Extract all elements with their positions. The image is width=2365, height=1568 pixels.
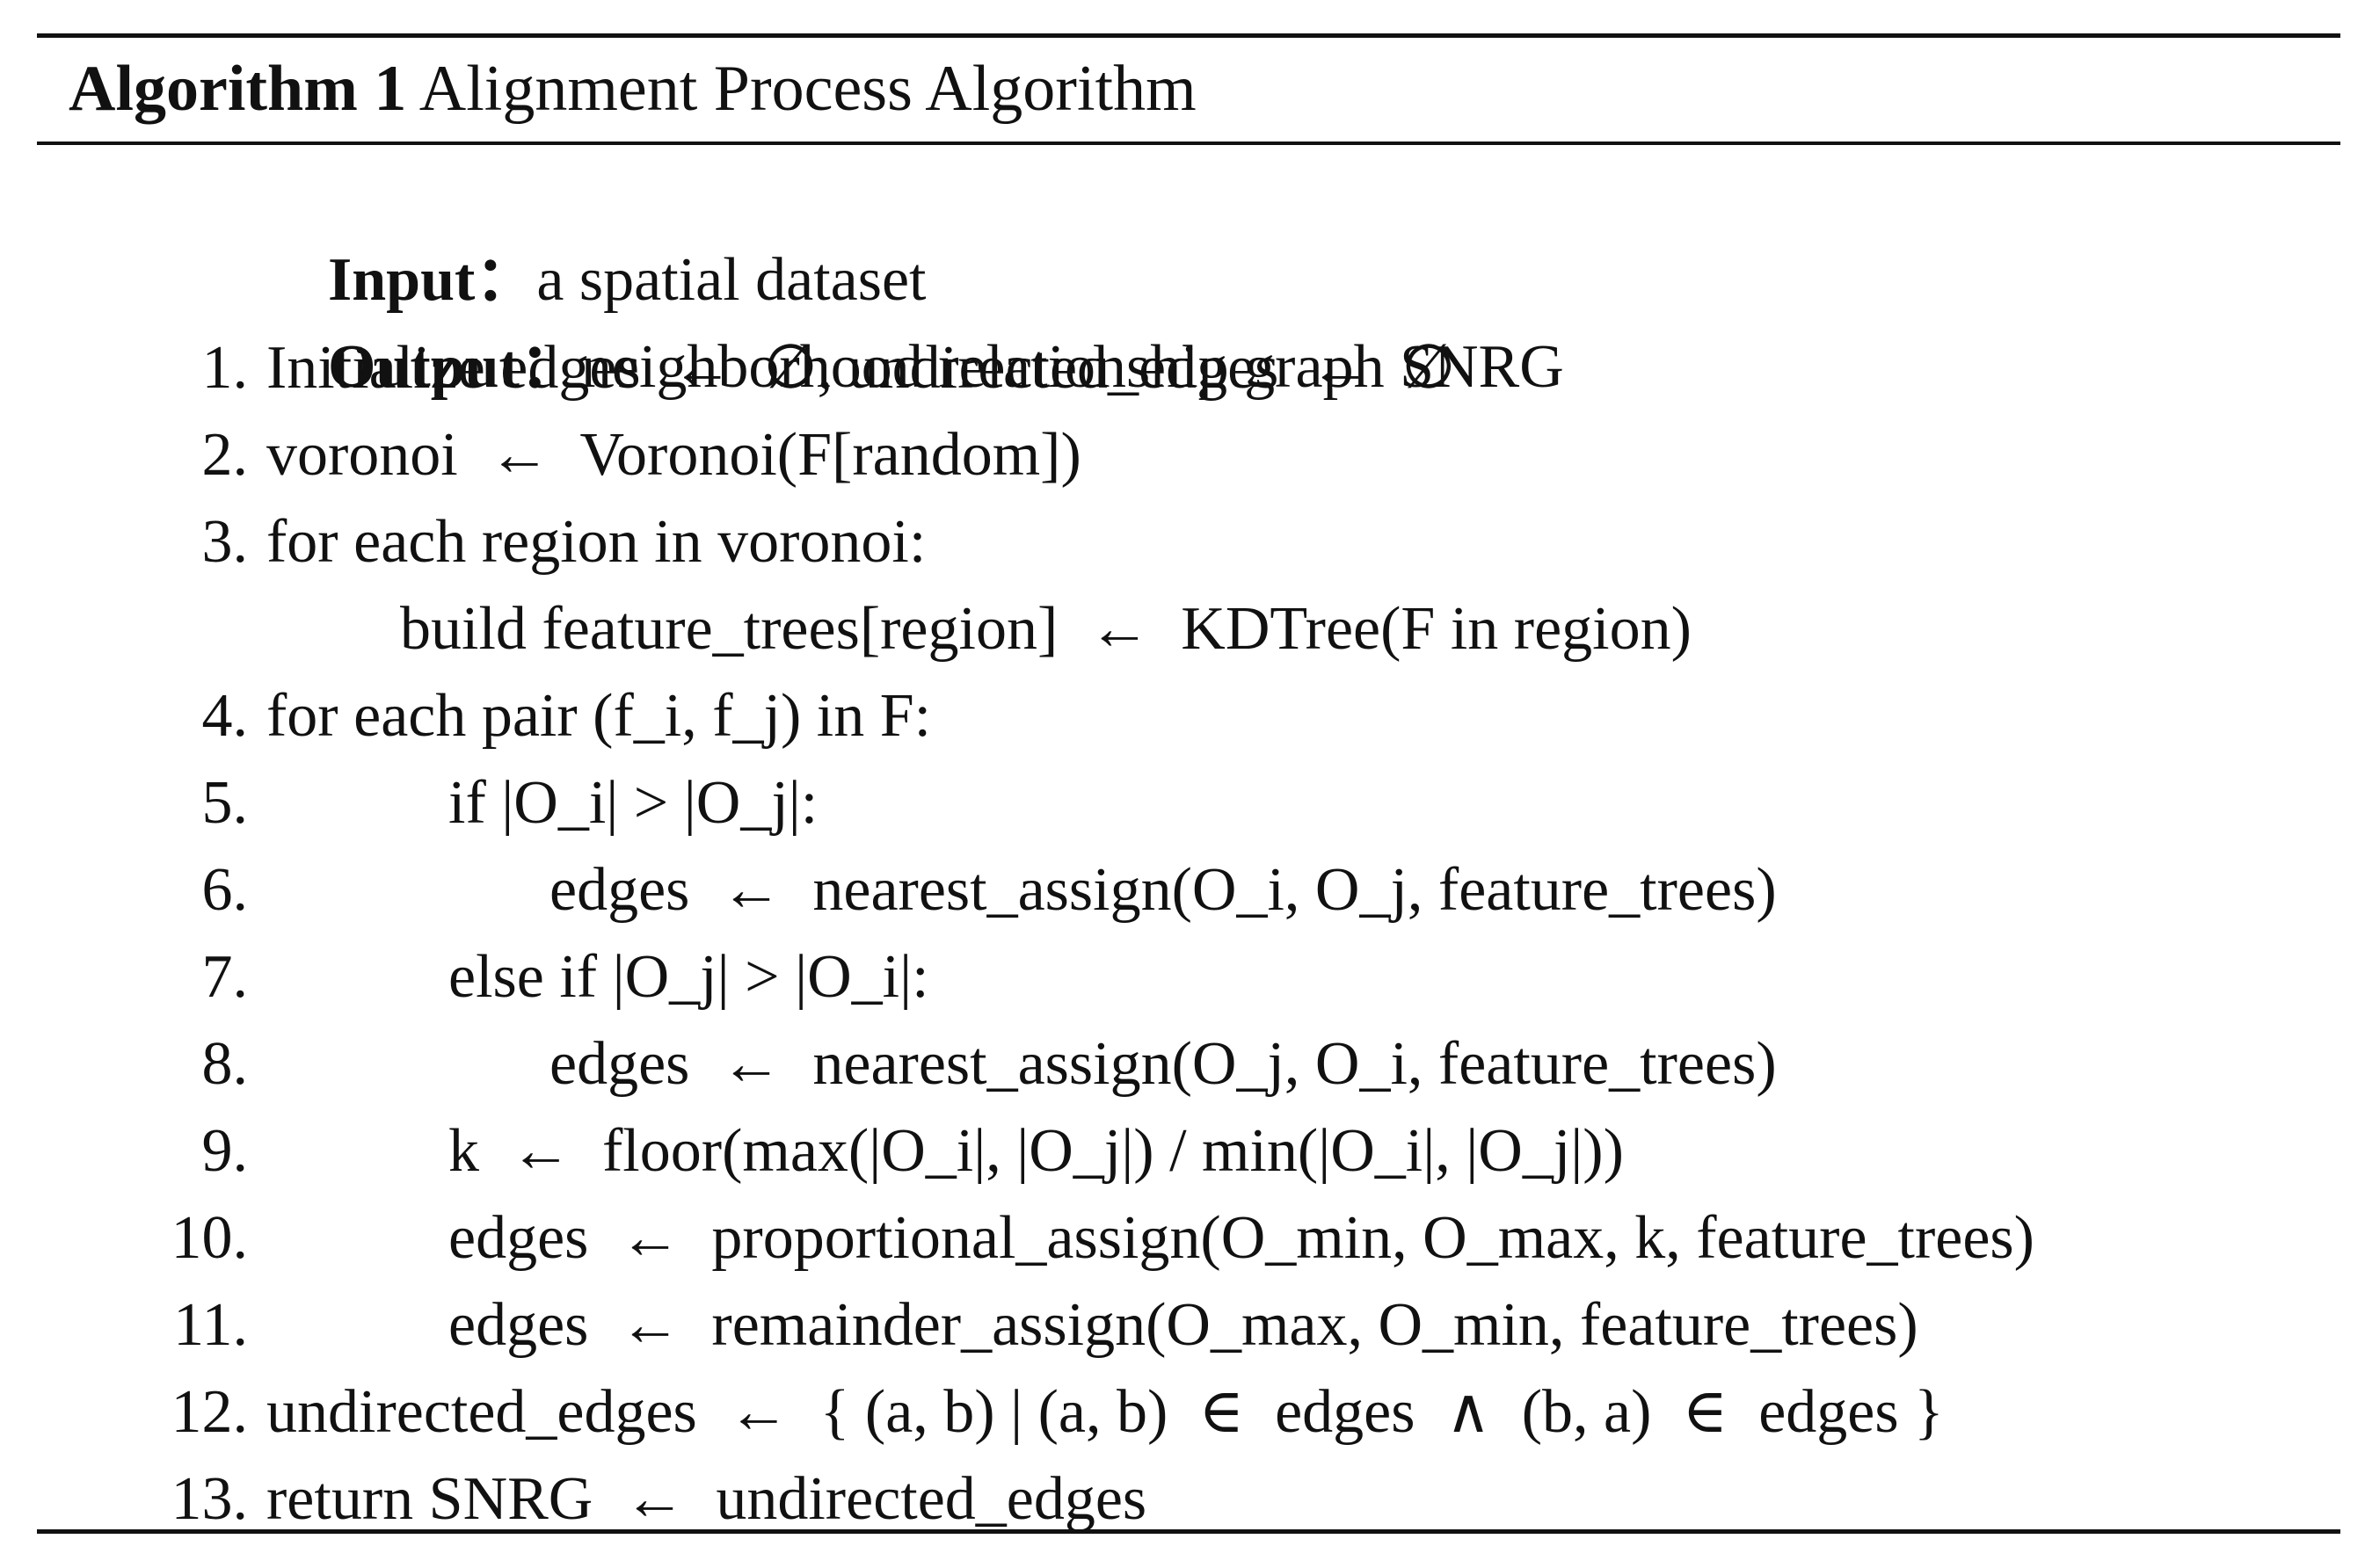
step-line: 9. k ← floor(max(|O_i|, |O_j|) / min(|O_… — [0, 1108, 2365, 1194]
step-line: 1. Initialize edges ← ∅, undirected_edge… — [0, 325, 2365, 411]
input-text: a spatial dataset — [536, 246, 927, 314]
step-text: for each region in voronoi: — [266, 508, 927, 576]
step-line: build feature_trees[region] ← KDTree(F i… — [0, 586, 2365, 672]
step-number: 7. — [201, 943, 249, 1011]
step-line: 8. edges ← nearest_assign(O_j, O_i, feat… — [0, 1021, 2365, 1107]
step-number: 11. — [173, 1291, 248, 1359]
step-number: 2. — [201, 421, 249, 489]
step-text: if |O_i| > |O_j|: — [448, 769, 819, 837]
step-text: voronoi ← Voronoi(F[random]) — [266, 421, 1081, 489]
step-text: k ← floor(max(|O_i|, |O_j|) / min(|O_i|,… — [448, 1117, 1624, 1185]
input-line: Input：a spatial dataset — [0, 151, 2365, 314]
step-line: 7. else if |O_j| > |O_i|: — [0, 934, 2365, 1020]
step-line: 2. voronoi ← Voronoi(F[random]) — [0, 412, 2365, 498]
step-line: 4. for each pair (f_i, f_j) in F: — [0, 673, 2365, 759]
step-text: Initialize edges ← ∅, undirected_edges ←… — [266, 334, 1456, 402]
output-text: neighborhood relationship graph SNRG — [580, 333, 1564, 401]
step-text: edges ← proportional_assign(O_min, O_max… — [448, 1204, 2034, 1272]
bottom-rule — [37, 1529, 2340, 1534]
top-rule — [37, 33, 2340, 38]
step-line: 6. edges ← nearest_assign(O_i, O_j, feat… — [0, 847, 2365, 933]
step-number: 6. — [201, 856, 249, 924]
step-number: 3. — [201, 508, 249, 576]
step-number: 10. — [171, 1204, 249, 1272]
output-label: Output： — [328, 333, 581, 401]
step-text: return SNRG ← undirected_edges — [266, 1465, 1147, 1533]
step-line: 3. for each region in voronoi: — [0, 499, 2365, 585]
output-line: Output：neighborhood relationship graph S… — [0, 238, 2365, 401]
algorithm-title: Algorithm 1 Alignment Process Algorithm — [69, 49, 1197, 128]
step-number: 4. — [201, 682, 249, 750]
step-text: edges ← remainder_assign(O_max, O_min, f… — [448, 1291, 1918, 1359]
step-text: else if |O_j| > |O_i|: — [448, 943, 929, 1011]
step-number: 9. — [201, 1117, 249, 1185]
step-line: 13. return SNRG ← undirected_edges — [0, 1456, 2365, 1543]
step-number: 13. — [171, 1465, 249, 1533]
step-line: 12. undirected_edges ← { (a, b) | (a, b)… — [0, 1369, 2365, 1455]
step-text: for each pair (f_i, f_j) in F: — [266, 682, 932, 750]
step-number: 1. — [201, 334, 249, 402]
step-line: 10. edges ← proportional_assign(O_min, O… — [0, 1195, 2365, 1281]
step-text: build feature_trees[region] ← KDTree(F i… — [400, 595, 1692, 663]
step-number: 5. — [201, 769, 249, 837]
step-number: 12. — [171, 1378, 249, 1446]
algorithm-label: Algorithm 1 — [69, 53, 407, 125]
input-label: Input： — [328, 246, 537, 314]
step-line: 5. if |O_i| > |O_j|: — [0, 760, 2365, 846]
step-number: 8. — [201, 1030, 249, 1098]
step-line: 11. edges ← remainder_assign(O_max, O_mi… — [0, 1282, 2365, 1368]
step-text: edges ← nearest_assign(O_j, O_i, feature… — [549, 1030, 1777, 1098]
header-rule — [37, 142, 2340, 145]
step-text: undirected_edges ← { (a, b) | (a, b) ∈ e… — [266, 1378, 1944, 1446]
step-text: edges ← nearest_assign(O_i, O_j, feature… — [549, 856, 1777, 924]
algorithm-name: Alignment Process Algorithm — [418, 53, 1197, 125]
